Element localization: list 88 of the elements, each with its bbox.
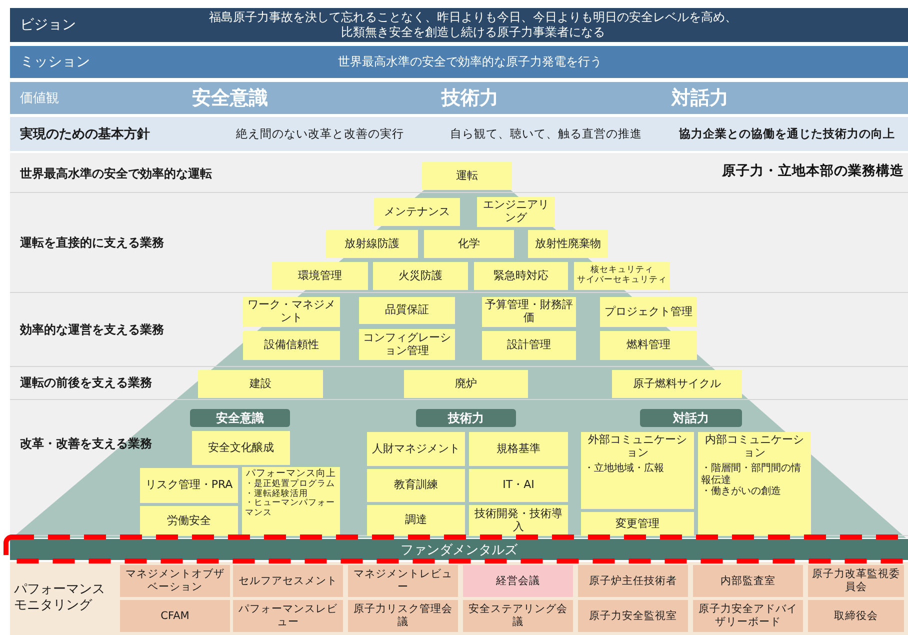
task-box: 運転 bbox=[422, 162, 512, 190]
task-box: 環境管理 bbox=[272, 262, 368, 290]
value-tag: 技術力 bbox=[416, 409, 516, 427]
task-box: 放射性廃棄物 bbox=[528, 230, 608, 258]
header-band bbox=[10, 82, 908, 114]
diagram-heading: 原子力・立地本部の業務構造 bbox=[722, 162, 904, 180]
panel-heading: パフォーマンスモニタリング bbox=[14, 582, 106, 616]
body-cell: 原子力安全監視室 bbox=[578, 600, 688, 632]
bullet-text: ・是正処置プログラム bbox=[244, 480, 336, 489]
policy-text: 自ら観て、聴いて、触る直営の推進 bbox=[449, 126, 643, 142]
bullet-text: ・運転経験活用 bbox=[244, 490, 309, 499]
task-box bbox=[581, 432, 694, 509]
value-heading: 安全意識 bbox=[191, 86, 269, 111]
band-label: ビジョン bbox=[20, 16, 77, 34]
box-title: 内部コミュニケーション bbox=[704, 434, 805, 460]
row-heading: 世界最高水準の安全で効率的な運転 bbox=[20, 165, 212, 182]
bullet-text: ・立地地域・広報 bbox=[583, 463, 665, 475]
task-box bbox=[242, 467, 340, 536]
fundamentals-band: ファンダメンタルズ bbox=[10, 539, 908, 560]
task-box: 化学 bbox=[424, 230, 514, 258]
task-box: 放射線防護 bbox=[326, 230, 418, 258]
row-heading: 運転の前後を支える業務 bbox=[20, 374, 152, 392]
policy-text: 協力企業との協働を通じた技術力の向上 bbox=[678, 126, 896, 142]
body-cell: セルフアセスメント bbox=[233, 565, 343, 597]
body-cell: 原子力改革監視委員会 bbox=[808, 565, 904, 597]
value-tag: 安全意識 bbox=[190, 409, 290, 427]
body-cell: マネジメントレビュー bbox=[348, 565, 458, 597]
task-box: 緊急時対応 bbox=[474, 262, 568, 290]
body-cell: 原子炉主任技術者 bbox=[578, 565, 688, 597]
statement-text: 福島原子力事故を決して忘れることなく、昨日よりも今日、今日よりも明日の安全レベルを高め、比類無き安全を創造し続ける原子力事業者になる bbox=[208, 10, 738, 40]
header-band bbox=[10, 8, 908, 42]
task-box: 予算管理・財務評価 bbox=[482, 297, 576, 327]
task-box: IT・AI bbox=[469, 469, 568, 502]
task-box bbox=[574, 262, 670, 290]
body-cell: 経営会議 bbox=[463, 565, 573, 597]
monitoring-panel bbox=[10, 562, 908, 635]
task-box: エンジニアリング bbox=[477, 197, 555, 227]
body-cell: 原子力リスク管理会議 bbox=[348, 600, 458, 632]
task-box: ワーク・マネジメント bbox=[243, 297, 340, 327]
bullet-text: ・働きがいの創造 bbox=[700, 486, 782, 498]
row-heading: 効率的な運営を支える業務 bbox=[20, 321, 164, 338]
body-cell: CFAM bbox=[120, 600, 230, 632]
bullet-text: ・階層間・部門間の情報伝達 bbox=[700, 463, 802, 486]
box-title: 外部コミュニケーション bbox=[587, 434, 688, 460]
task-box: 技術開発・技術導入 bbox=[469, 505, 568, 536]
task-box bbox=[698, 432, 811, 536]
box-label: 核セキュリティ bbox=[590, 266, 654, 276]
statement-text: 世界最高水準の安全で効率的な原子力発電を行う bbox=[337, 54, 603, 70]
body-cell: 内部監査室 bbox=[693, 565, 803, 597]
task-box: 廃炉 bbox=[404, 370, 528, 398]
task-box: 原子燃料サイクル bbox=[612, 370, 742, 398]
task-box: プロジェクト管理 bbox=[600, 297, 697, 327]
body-cell: マネジメントオブザベーション bbox=[120, 565, 230, 597]
task-box: 規格基準 bbox=[469, 432, 568, 466]
task-box: 教育訓練 bbox=[367, 469, 465, 502]
box-title: パフォーマンス向上 bbox=[245, 469, 337, 479]
task-box: コンフィグレーション管理 bbox=[359, 329, 455, 360]
box-label: サイバーセキュリティ bbox=[577, 276, 667, 286]
task-box: リスク管理・PRA bbox=[140, 468, 238, 503]
bullet-text: ・ヒューマンパフォーマンス bbox=[244, 499, 336, 519]
task-box: 建設 bbox=[198, 370, 323, 398]
task-box: 調達 bbox=[367, 505, 465, 536]
band-label: 価値観 bbox=[20, 90, 60, 107]
body-cell: 安全ステアリング会議 bbox=[463, 600, 573, 632]
task-box: 労働安全 bbox=[140, 506, 238, 536]
body-cell: 原子力安全アドバイザリーボード bbox=[693, 600, 803, 632]
value-heading: 対話力 bbox=[670, 86, 730, 111]
row-heading: 運転を直接的に支える業務 bbox=[20, 234, 164, 251]
task-box: 人財マネジメント bbox=[367, 432, 465, 466]
header-band bbox=[10, 46, 908, 78]
header-band bbox=[10, 117, 908, 151]
task-box: メンテナンス bbox=[374, 198, 460, 226]
value-heading: 技術力 bbox=[440, 86, 500, 111]
body-cell: パフォーマンスレビュー bbox=[233, 600, 343, 632]
task-box: 変更管理 bbox=[581, 512, 694, 536]
task-box: 設備信頼性 bbox=[243, 331, 340, 360]
task-box: 設計管理 bbox=[482, 331, 576, 360]
task-box: 火災防護 bbox=[373, 262, 468, 290]
policy-text: 絶え間のない改革と改善の実行 bbox=[235, 126, 405, 142]
task-box: 品質保証 bbox=[359, 297, 455, 324]
task-box: 燃料管理 bbox=[600, 331, 697, 360]
category-row bbox=[10, 367, 908, 400]
value-tag: 対話力 bbox=[640, 409, 742, 427]
body-cell: 取締役会 bbox=[808, 600, 904, 632]
band-label: 実現のための基本方針 bbox=[20, 126, 151, 143]
row-heading: 改革・改善を支える業務 bbox=[20, 436, 152, 452]
band-label: ミッション bbox=[20, 53, 91, 71]
task-box: 安全文化醸成 bbox=[192, 431, 290, 465]
